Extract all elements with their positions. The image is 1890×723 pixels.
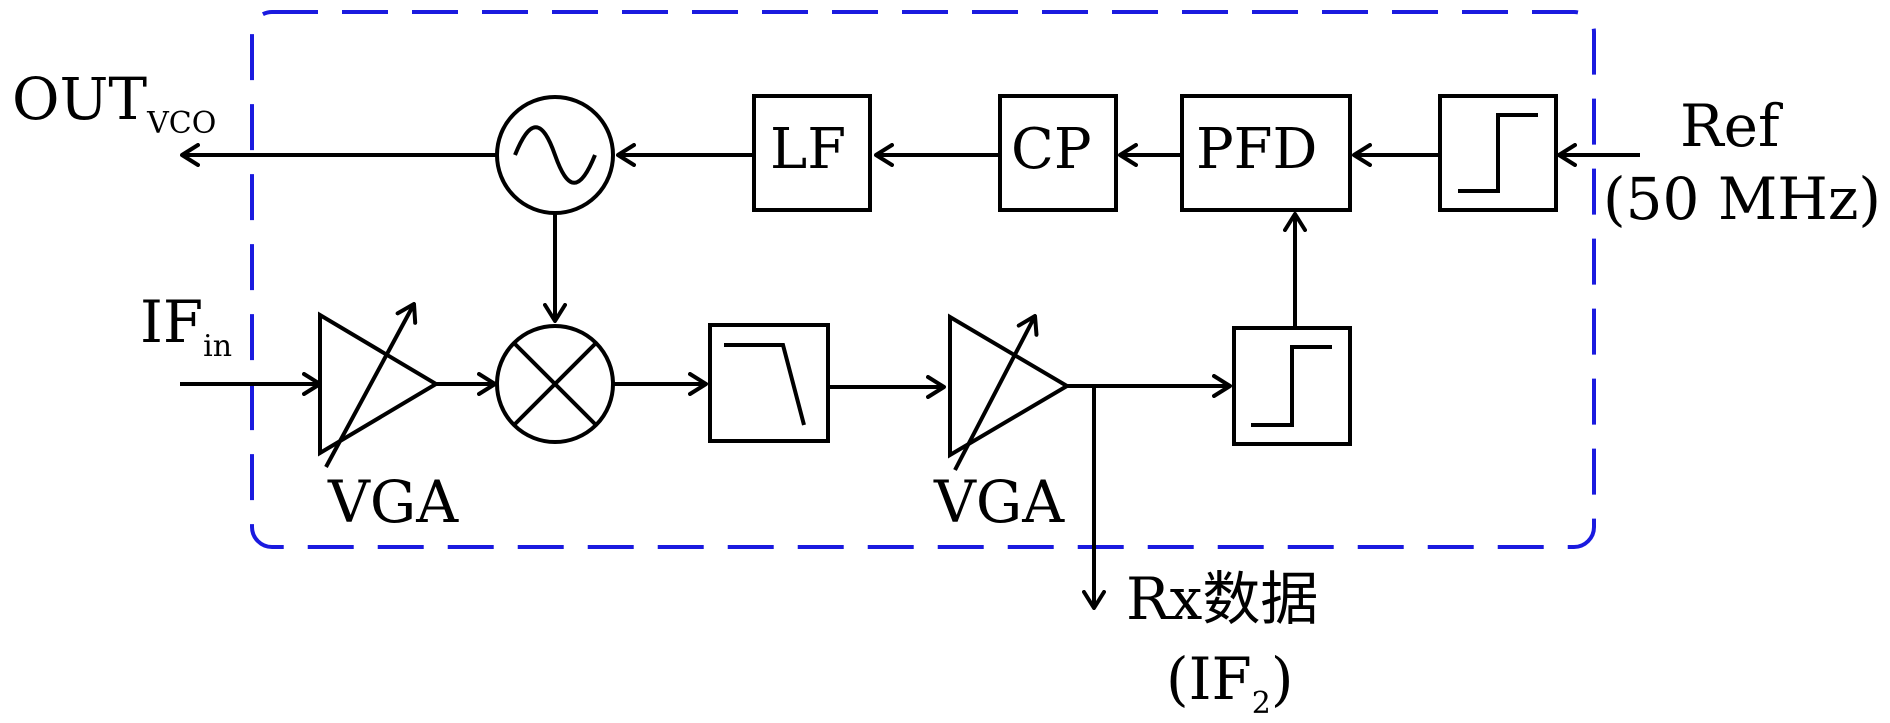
variable-gain-amplifier-icon — [324, 302, 418, 468]
mixer — [495, 324, 615, 444]
if-in-label: IFin — [140, 288, 233, 364]
vco-oscillator — [495, 95, 615, 215]
lowpass-filter-icon — [724, 343, 806, 426]
out-vco-label: OUTVCO — [12, 65, 217, 141]
vga2-amplifier — [948, 313, 1071, 471]
lf-label: LF — [770, 117, 847, 182]
sine-oscillator-icon — [513, 125, 597, 185]
lowpass-filter-block — [708, 323, 830, 443]
ref-label: Ref — [1680, 92, 1780, 160]
system-boundary — [250, 10, 1596, 549]
rx-if2-label: (IF2) — [1166, 645, 1294, 721]
cp-label: CP — [1011, 117, 1092, 182]
vga1-label: VGA — [328, 468, 459, 536]
step-limiter-icon — [1251, 345, 1332, 427]
ref-limiter-block — [1438, 94, 1558, 212]
vga2-label: VGA — [934, 468, 1065, 536]
pfd-label: PFD — [1196, 117, 1318, 182]
vga1-amplifier — [318, 302, 440, 468]
step-limiter-icon — [1458, 113, 1538, 193]
variable-gain-amplifier-icon — [953, 314, 1039, 471]
if-limiter-block — [1232, 326, 1352, 446]
ref-frequency-label: (50 MHz) — [1603, 165, 1882, 233]
rx-data-label: Rx数据 — [1126, 565, 1319, 633]
mixer-cross-icon — [512, 341, 598, 427]
